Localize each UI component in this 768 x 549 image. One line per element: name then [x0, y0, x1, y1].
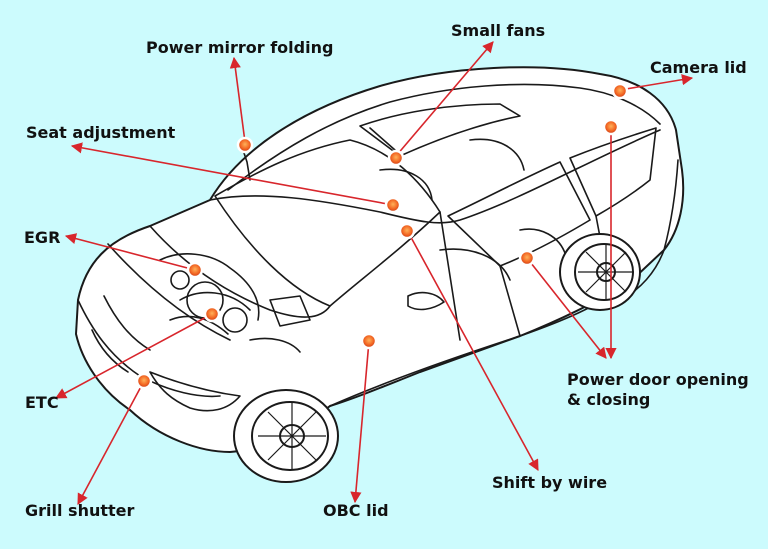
label-small-fans: Small fans [451, 21, 546, 40]
line-etc [55, 313, 213, 399]
label-egr: EGR [24, 228, 61, 247]
label-shift-by-wire: Shift by wire [492, 473, 608, 492]
marker-obc [360, 332, 378, 350]
line-camera-lid [619, 74, 694, 91]
markers [135, 82, 629, 390]
marker-camera-lid [611, 82, 629, 100]
label-camera-lid: Camera lid [650, 58, 747, 77]
label-power-mirror-folding: Power mirror folding [146, 38, 334, 57]
line-obc [350, 340, 370, 504]
label-etc: ETC [25, 393, 59, 412]
label-obc-lid: OBC lid [323, 501, 389, 520]
marker-door-upper [602, 118, 620, 136]
label-grill-shutter: Grill shutter [25, 501, 135, 520]
marker-door-lower [518, 249, 536, 267]
line-small-fans [395, 41, 494, 157]
line-power-mirror [229, 56, 246, 143]
marker-egr [186, 261, 204, 279]
callout-lines [55, 41, 694, 505]
line-shift [406, 229, 539, 471]
front-wheel [233, 389, 339, 483]
marker-grill [135, 372, 153, 390]
line-egr [64, 233, 196, 271]
marker-etc [203, 305, 221, 323]
marker-shift [398, 222, 416, 240]
line-grill [77, 380, 145, 505]
marker-seat [384, 196, 402, 214]
line-seat [70, 142, 394, 206]
line-door-1 [526, 257, 607, 359]
marker-small-fans [387, 149, 405, 167]
car-detail-lines [77, 83, 679, 412]
car-body [75, 66, 685, 453]
label-power-door-line2: & closing [567, 390, 651, 409]
label-power-door-line1: Power door opening [567, 370, 749, 389]
rear-wheel [559, 233, 641, 311]
label-seat-adjustment: Seat adjustment [26, 123, 176, 142]
marker-power-mirror [236, 136, 254, 154]
label-power-door: Power door opening & closing [567, 370, 749, 410]
